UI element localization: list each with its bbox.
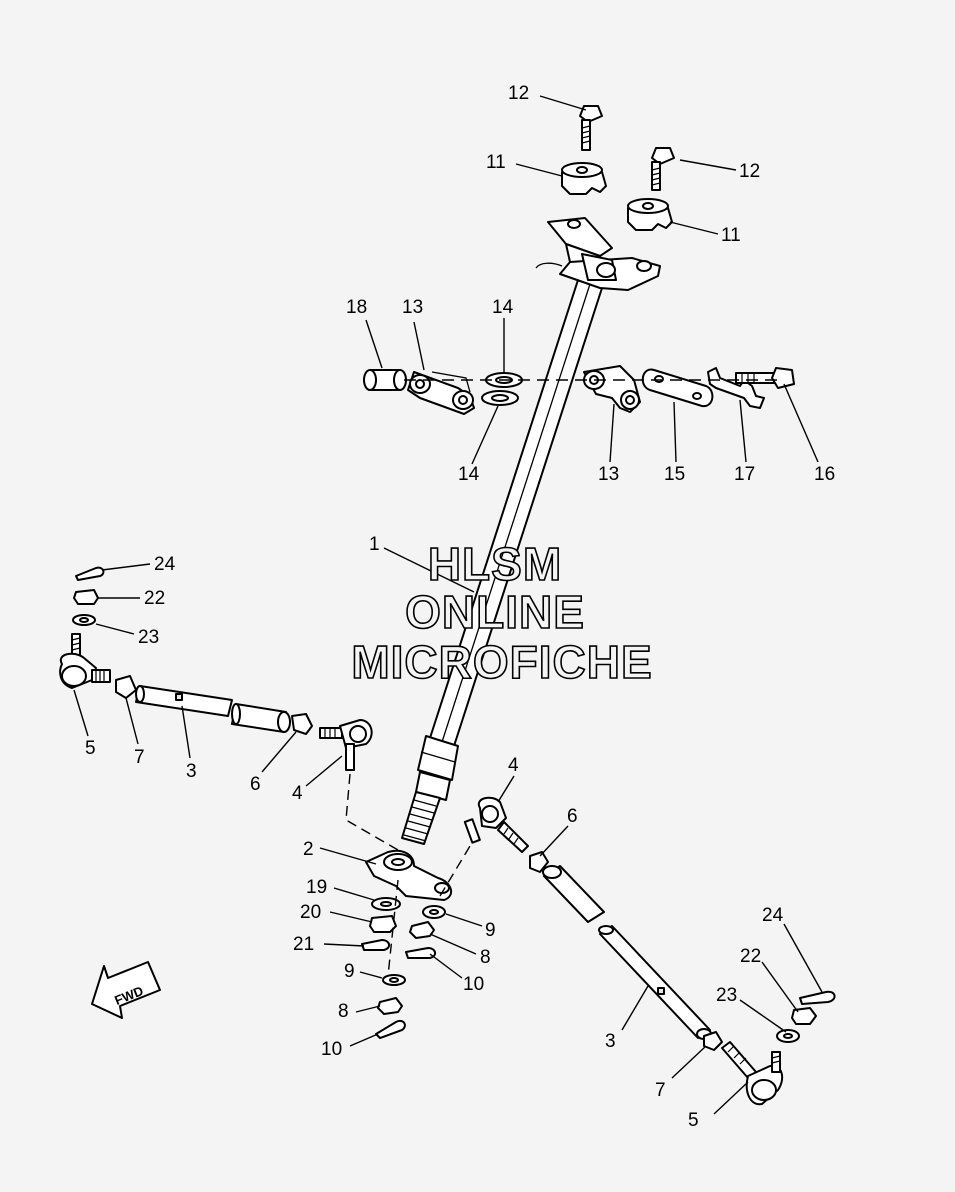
nut-7-left	[115, 675, 137, 699]
holder-left	[561, 162, 607, 195]
callout-14: 14	[458, 464, 480, 485]
nut-20	[369, 915, 397, 933]
nut-8-lower	[377, 997, 403, 1015]
bolt-16	[735, 367, 795, 389]
washer-23-right	[776, 1029, 800, 1043]
callout-13: 13	[598, 464, 619, 485]
watermark-line-3: MICROFICHE	[351, 636, 652, 688]
shaft-holder-left	[407, 371, 475, 415]
callout-24: 24	[154, 554, 176, 575]
tie-rod-right	[542, 865, 712, 1040]
cotter-pin-21	[361, 939, 390, 951]
callout-4: 4	[508, 755, 519, 776]
callout-16: 16	[814, 464, 835, 485]
washer-9-lower	[382, 974, 406, 986]
callout-19: 19	[306, 877, 327, 898]
callout-3: 3	[605, 1031, 616, 1052]
callout-10: 10	[321, 1039, 342, 1060]
nut-6-right	[529, 851, 549, 873]
callout-14: 14	[492, 297, 514, 318]
nut-6-left	[291, 713, 313, 735]
callout-15: 15	[664, 464, 685, 485]
bolt-left	[579, 105, 603, 151]
callout-4: 4	[292, 783, 303, 804]
lock-washer	[707, 367, 765, 409]
shaft-holder-right	[583, 365, 641, 413]
fwd-arrow-icon: FWD	[91, 961, 161, 1019]
cotter-pin-10-lower	[375, 1020, 406, 1039]
cotter-pin-right	[799, 990, 836, 1005]
tie-rod-end-5-right	[721, 1041, 784, 1106]
tie-rod-end-4-left	[319, 719, 373, 771]
callout-7: 7	[655, 1080, 666, 1101]
callout-6: 6	[567, 806, 578, 827]
callout-3: 3	[186, 761, 197, 782]
callout-5: 5	[85, 738, 96, 759]
callout-17: 17	[734, 464, 755, 485]
callout-8: 8	[338, 1001, 349, 1022]
callout-12: 12	[739, 161, 760, 182]
callout-9: 9	[485, 920, 496, 941]
cotter-pin-10-upper	[405, 947, 436, 959]
cotter-pin-left	[75, 566, 105, 581]
callout-8: 8	[480, 947, 491, 968]
callout-9: 9	[344, 961, 355, 982]
callout-23: 23	[138, 627, 159, 648]
callout-12: 12	[508, 83, 529, 104]
pitman-arm	[365, 849, 453, 901]
callout-21: 21	[293, 934, 314, 955]
nut-8-upper	[409, 921, 435, 939]
holder-right	[627, 198, 673, 231]
callout-6: 6	[250, 774, 261, 795]
callout-10: 10	[463, 974, 484, 995]
callout-24: 24	[762, 905, 784, 926]
nut-22-left	[73, 589, 99, 605]
tie-rod-end-4-right	[463, 796, 529, 853]
tie-rod-end-5-left	[59, 633, 111, 689]
callout-7: 7	[134, 747, 145, 768]
watermark-line-1: HLSM	[428, 538, 562, 590]
callout-22: 22	[740, 946, 761, 967]
steering-shaft	[401, 279, 603, 845]
callout-11: 11	[486, 152, 506, 173]
watermark-line-2: ONLINE	[405, 586, 585, 638]
callout-18: 18	[346, 297, 367, 318]
nut-7-right	[703, 1031, 723, 1051]
callout-23: 23	[716, 985, 737, 1006]
washer-23-left	[72, 614, 96, 626]
callout-20: 20	[300, 902, 321, 923]
callout-1: 1	[369, 534, 380, 555]
collar	[363, 369, 407, 391]
leader-lines	[73, 95, 823, 1115]
nut-22-right	[791, 1007, 817, 1025]
bolt-right	[651, 147, 675, 191]
callout-labels: 12 11 12 11 18 13 14 14 13 15 17 16 1 24…	[85, 83, 835, 1131]
callout-13: 13	[402, 297, 423, 318]
tie-rod-left	[135, 685, 291, 733]
washer-9-upper	[422, 905, 446, 919]
washer-14-lower	[481, 390, 519, 406]
callout-11: 11	[721, 225, 741, 246]
callout-2: 2	[303, 839, 314, 860]
plate	[641, 368, 714, 408]
shaft-upper-bracket	[535, 217, 661, 291]
watermark: HLSM ONLINE MICROFICHE	[351, 537, 653, 689]
callout-5: 5	[688, 1110, 699, 1131]
washer-19	[371, 897, 401, 911]
callout-22: 22	[144, 588, 165, 609]
